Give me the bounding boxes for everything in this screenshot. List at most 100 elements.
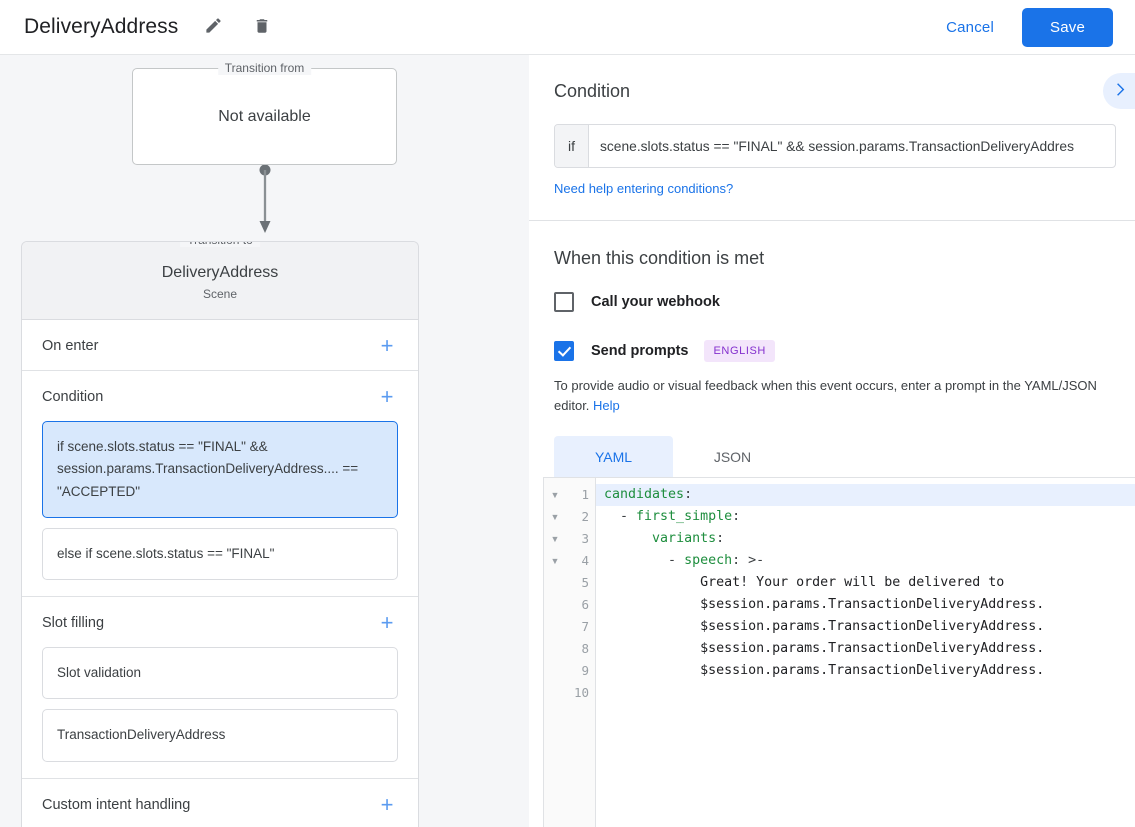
- code-token: $session.params.TransactionDeliveryAddre…: [604, 619, 1045, 634]
- section-title-condition: Condition: [42, 389, 104, 405]
- condition-item[interactable]: else if scene.slots.status == "FINAL": [42, 527, 398, 581]
- code-token: first_simple: [636, 509, 733, 524]
- pencil-icon: [204, 16, 223, 38]
- cancel-button[interactable]: Cancel: [930, 10, 1010, 45]
- line-number: 7: [581, 619, 589, 634]
- delete-button[interactable]: [245, 10, 279, 44]
- add-on-enter-icon[interactable]: +: [380, 333, 394, 358]
- tab-json[interactable]: JSON: [673, 436, 792, 478]
- add-custom-intent-icon[interactable]: +: [380, 791, 394, 817]
- code-token: $session.params.TransactionDeliveryAddre…: [604, 641, 1045, 656]
- send-prompts-checkbox[interactable]: [554, 341, 574, 361]
- code-token: :: [732, 509, 741, 524]
- slot-validation-item[interactable]: Slot validation: [42, 647, 398, 700]
- fold-toggle: [544, 616, 566, 638]
- language-badge: ENGLISH: [704, 340, 775, 362]
- fold-toggle[interactable]: ▼: [550, 534, 560, 544]
- send-prompts-row: Send prompts ENGLISH: [554, 340, 1135, 362]
- save-button[interactable]: Save: [1022, 7, 1113, 47]
- line-number: 2: [581, 509, 589, 524]
- call-webhook-checkbox[interactable]: [554, 292, 574, 312]
- editor-code-area[interactable]: candidates: - first_simple: variants: - …: [596, 478, 1135, 827]
- code-line[interactable]: [596, 682, 1135, 704]
- prompt-hint-text: To provide audio or visual feedback when…: [554, 376, 1119, 416]
- chevron-right-icon: [1111, 81, 1128, 101]
- code-line[interactable]: $session.params.TransactionDeliveryAddre…: [596, 660, 1135, 682]
- section-title-on-enter: On enter: [42, 338, 99, 354]
- line-number: 5: [581, 575, 589, 590]
- prompt-help-link[interactable]: Help: [593, 398, 620, 414]
- line-number: 6: [581, 597, 589, 612]
- code-line[interactable]: $session.params.TransactionDeliveryAddre…: [596, 616, 1135, 638]
- add-slot-filling-icon[interactable]: +: [380, 610, 394, 636]
- code-token: -: [604, 553, 685, 568]
- section-header-condition[interactable]: Condition +: [22, 371, 418, 421]
- arrow-down-icon: [259, 165, 270, 233]
- call-webhook-label[interactable]: Call your webhook: [591, 294, 720, 310]
- condition-item-selected[interactable]: if scene.slots.status == "FINAL" && sess…: [42, 421, 398, 518]
- section-header-custom-intent-handling[interactable]: Custom intent handling +: [22, 779, 418, 827]
- section-header-slot-filling[interactable]: Slot filling +: [22, 597, 418, 647]
- transition-from-legend: Transition from: [217, 61, 312, 75]
- code-line[interactable]: Great! Your order will be delivered to: [596, 572, 1135, 594]
- editor-fold-gutter: ▼ ▼ ▼ ▼: [544, 478, 566, 827]
- code-line[interactable]: - first_simple:: [596, 506, 1135, 528]
- fold-toggle: [544, 594, 566, 616]
- code-token: -: [604, 509, 637, 524]
- code-line[interactable]: $session.params.TransactionDeliveryAddre…: [596, 594, 1135, 616]
- code-token: Great! Your order will be delivered to: [604, 575, 1005, 590]
- line-number: 9: [581, 663, 589, 678]
- when-condition-met-heading: When this condition is met: [554, 248, 765, 268]
- fold-toggle[interactable]: ▼: [550, 556, 560, 566]
- section-custom-intent-handling: Custom intent handling +: [22, 779, 418, 827]
- code-token: : >-: [732, 553, 765, 568]
- section-body-slot-filling: Slot validation TransactionDeliveryAddre…: [22, 647, 418, 778]
- section-body-condition: if scene.slots.status == "FINAL" && sess…: [22, 421, 418, 596]
- line-number: 1: [581, 487, 589, 502]
- code-line[interactable]: candidates:: [596, 484, 1135, 506]
- code-line[interactable]: - speech: >-: [596, 550, 1135, 572]
- when-condition-met-panel: When this condition is met Call your web…: [529, 221, 1135, 479]
- fold-toggle: [544, 660, 566, 682]
- left-pane: Transition from Not available Transition…: [0, 55, 529, 827]
- code-token: :: [684, 487, 693, 502]
- section-header-on-enter[interactable]: On enter +: [22, 320, 418, 370]
- send-prompts-label[interactable]: Send prompts: [591, 343, 689, 359]
- fold-toggle[interactable]: ▼: [550, 512, 560, 522]
- edit-button[interactable]: [196, 10, 230, 44]
- code-token: [604, 531, 652, 546]
- transition-graph: Transition from Not available: [0, 55, 529, 237]
- condition-help-link[interactable]: Need help entering conditions?: [554, 181, 734, 196]
- section-title-custom-intent-handling: Custom intent handling: [42, 796, 191, 813]
- code-line[interactable]: variants:: [596, 528, 1135, 550]
- line-number: 8: [581, 641, 589, 656]
- code-token: speech: [684, 553, 733, 568]
- condition-input-row: if: [554, 124, 1116, 168]
- section-on-enter: On enter +: [22, 320, 418, 371]
- code-token: :: [716, 531, 725, 546]
- add-condition-icon[interactable]: +: [380, 384, 394, 409]
- code-token: variants: [652, 531, 717, 546]
- slot-item-transaction-delivery-address[interactable]: TransactionDeliveryAddress: [42, 709, 398, 762]
- transition-arrow: [0, 165, 529, 237]
- code-line[interactable]: $session.params.TransactionDeliveryAddre…: [596, 638, 1135, 660]
- if-label: if: [555, 125, 589, 167]
- condition-panel: Condition if Need help entering conditio…: [529, 55, 1135, 221]
- transition-to-node[interactable]: Transition to DeliveryAddress Scene: [22, 242, 418, 320]
- line-number: 4: [581, 553, 589, 568]
- transition-to-subtitle: Scene: [202, 287, 238, 301]
- line-number: 10: [573, 685, 589, 700]
- code-token: $session.params.TransactionDeliveryAddre…: [604, 663, 1045, 678]
- tab-yaml[interactable]: YAML: [554, 436, 673, 479]
- page-title: DeliveryAddress: [24, 15, 179, 38]
- transition-from-node[interactable]: Transition from Not available: [132, 61, 397, 165]
- section-slot-filling: Slot filling + Slot validation Transacti…: [22, 597, 418, 779]
- fold-toggle: [544, 572, 566, 594]
- condition-expression-input[interactable]: [589, 125, 1115, 167]
- fold-toggle[interactable]: ▼: [550, 490, 560, 500]
- expand-panel-button[interactable]: [1103, 73, 1135, 109]
- transition-to-label: DeliveryAddress: [161, 264, 279, 281]
